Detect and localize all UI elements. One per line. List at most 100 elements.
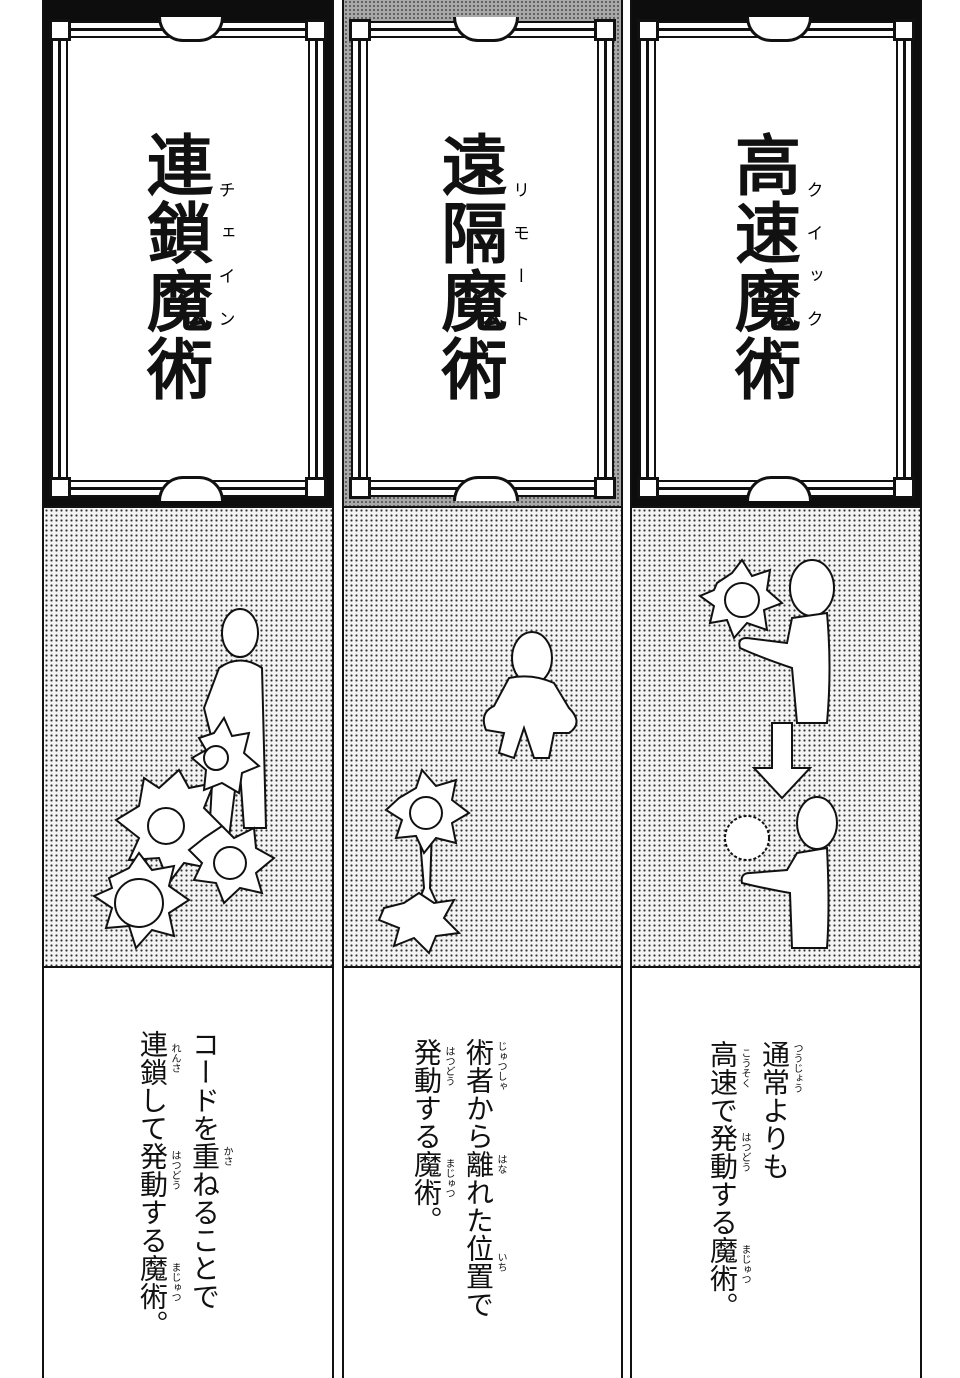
base-text: 魔術 [136,1254,169,1310]
text-line: 通常つうじょうよりも [758,1040,802,1180]
fast-magic-orb [724,815,770,861]
base-text: 高速魔術 [724,131,801,403]
text-segment: から [462,1094,506,1150]
furigana: チェイン [214,181,235,353]
figure-head [789,559,835,617]
base-text: 。 [706,1292,739,1320]
base-text: して [136,1086,169,1142]
base-text: 。 [410,1206,443,1234]
base-text: 発動 [410,1038,443,1094]
ruby-word: 重かさ [188,1142,232,1170]
furigana-spacer [736,1292,750,1320]
furigana-spacer [166,1310,180,1338]
magic-burst [377,891,462,955]
furigana-spacer [736,1096,750,1124]
ruby-word: 魔術まじゅつ [706,1236,750,1292]
magic-title: 遠隔魔術リモート [431,131,530,403]
illustration-panel [344,508,621,968]
base-text: 発動 [706,1124,739,1180]
caption-panel: コードを重かさねることで連鎖れんさして発動はつどうする魔術まじゅつ。 [44,968,332,1378]
furigana-spacer [440,1094,454,1150]
furigana-spacer [166,1086,180,1142]
base-text: 高速 [706,1040,739,1096]
caption-panel: 術者じゅつしゃから離はなれた位置いちで発動はつどうする魔術まじゅつ。 [344,968,621,1378]
arrow-down-icon [751,722,813,800]
base-text: ねることで [188,1170,221,1310]
furigana-spacer [788,1096,802,1180]
furigana: まじゅつ [169,1262,180,1302]
illustration-panel [44,508,332,968]
furigana: はつどう [443,1046,454,1086]
furigana: こうそく [739,1048,750,1088]
text-line: 発動はつどうする魔術まじゅつ。 [410,1038,454,1234]
base-text: 連鎖魔術 [136,131,213,403]
ornate-frame: 高速魔術クイック [637,17,915,501]
ruby-word: 連鎖れんさ [136,1030,180,1086]
figure-body [738,611,831,724]
caption-text: 術者じゅつしゃから離はなれた位置いちで発動はつどうする魔術まじゅつ。 [410,1038,506,1318]
ornate-frame: 遠隔魔術リモート [349,17,616,501]
furigana: リモート [509,181,529,353]
base-text: 発動 [136,1142,169,1198]
base-text: する [706,1180,739,1236]
furigana: かさ [221,1146,232,1166]
base-text: 。 [136,1310,169,1338]
column-quick-magic: 高速魔術クイック 通常つうじょうよりも高速こうそくで発動はつどうする魔術まじゅつ… [630,0,922,1378]
caption-text: コードを重かさねることで連鎖れんさして発動はつどうする魔術まじゅつ。 [136,1030,232,1338]
base-text: 術者 [462,1038,495,1094]
ruby-word: 離はな [462,1150,506,1178]
text-segment: 。 [706,1292,750,1320]
furigana: つうじょう [791,1043,802,1093]
base-text: 重 [188,1142,221,1170]
furigana-spacer [218,1170,232,1310]
figure-head [796,796,838,850]
illustration-panel [632,508,920,968]
text-line: 術者じゅつしゃから離はなれた位置いちで [462,1038,506,1318]
furigana-spacer [492,1094,506,1150]
furigana: はつどう [169,1150,180,1190]
text-segment: する [706,1180,750,1236]
base-text: で [462,1290,495,1318]
text-segment: れた [462,1178,506,1234]
ornate-frame: 連鎖魔術チェイン [49,17,327,501]
figure-body [740,846,830,949]
text-line: 連鎖れんさして発動はつどうする魔術まじゅつ。 [136,1030,180,1338]
text-segment: よりも [758,1096,802,1180]
text-segment: 。 [410,1206,454,1234]
base-text: 魔術 [706,1236,739,1292]
magic-title: 高速魔術クイック [724,131,823,403]
text-line: 遠隔魔術リモート [431,131,530,403]
furigana-spacer [166,1198,180,1254]
ruby-word: 発動はつどう [410,1038,454,1094]
text-segment: コードを [188,1030,232,1142]
base-text: 魔術 [410,1150,443,1206]
base-text: する [136,1198,169,1254]
figure-head [221,608,259,658]
title-panel: 遠隔魔術リモート [344,0,621,508]
figure-crouching [482,675,578,760]
ruby-word: 発動はつどう [136,1142,180,1198]
caption-text: 通常つうじょうよりも高速こうそくで発動はつどうする魔術まじゅつ。 [706,1040,802,1320]
base-text: で [706,1096,739,1124]
ruby-word: 術者じゅつしゃ [462,1038,506,1094]
base-text: する [410,1094,443,1150]
base-text: 通常 [758,1040,791,1096]
base-text: 連鎖 [136,1030,169,1086]
text-line: コードを重かさねることで [188,1030,232,1310]
text-segment: する [136,1198,180,1254]
base-text: から [462,1094,495,1150]
base-text: よりも [758,1096,791,1180]
furigana: クイック [802,181,823,353]
furigana: まじゅつ [443,1158,454,1198]
ruby-word: 位置いち [462,1234,506,1290]
text-line: 高速こうそくで発動はつどうする魔術まじゅつ。 [706,1040,750,1320]
base-text: 離 [462,1150,495,1178]
text-segment: で [706,1096,750,1124]
caption-panel: 通常つうじょうよりも高速こうそくで発動はつどうする魔術まじゅつ。 [632,968,920,1378]
column-remote-magic: 遠隔魔術リモート 術者じゅつしゃから離はなれた位置いちで発動はつどうする魔術まじ… [342,0,623,1378]
ruby-word: 高速魔術クイック [724,131,823,403]
remote-magic-illustration [377,631,578,955]
column-chain-magic: 連鎖魔術チェイン コードを重かさねることで連鎖れんさして発動はつどうする魔術まじ… [42,0,334,1378]
text-line: 連鎖魔術チェイン [136,131,235,403]
furigana: いち [495,1252,506,1272]
